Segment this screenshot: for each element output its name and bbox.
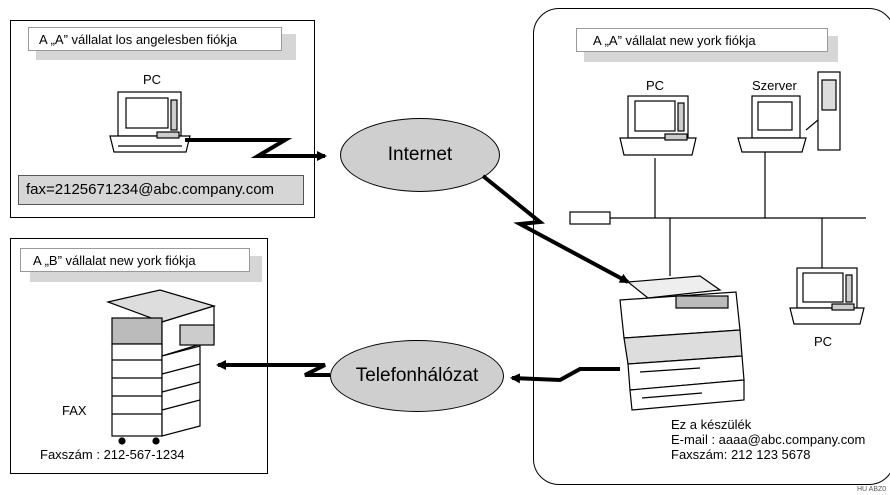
internet-to-device-arrow (481, 174, 630, 284)
device-caption: Ez a készülék (671, 417, 752, 432)
figure-id: HU ABZ0 (857, 486, 887, 493)
internet-cloud: Internet (340, 118, 500, 192)
ny-pc2-icon (789, 267, 865, 325)
ny-branch-title: A „A” vállalat new york fiókja (576, 28, 828, 52)
telephone-to-fax-arrow (216, 360, 330, 377)
ny-pc-icon (619, 95, 697, 156)
multifunction-device-icon (619, 275, 745, 411)
telephone-network-cloud: Telefonhálózat (330, 340, 504, 412)
fax-machine-icon (105, 289, 217, 445)
la-branch-title: A „A” vállalat los angelesben fiókja (28, 27, 282, 51)
device-email: E-mail : aaaa@abc.company.com (671, 432, 866, 447)
server-icon (737, 71, 841, 153)
ny-pc2-label: PC (814, 334, 833, 349)
la-to-internet-arrow (185, 138, 327, 161)
fax-label: FAX (62, 403, 87, 418)
telephone-network-label: Telefonhálózat (355, 365, 479, 386)
la-pc-icon (109, 91, 191, 153)
b-branch-title: A „B” vállalat new york fiókja (20, 248, 250, 272)
server-label: Szerver (752, 78, 797, 93)
device-fax: Faxszám: 212 123 5678 (671, 447, 811, 462)
fax-address-field: fax=2125671234@abc.company.com (18, 175, 304, 205)
ny-network-bus (569, 152, 866, 276)
device-to-telephone-arrow (510, 367, 620, 384)
ny-pc-label: PC (646, 78, 665, 93)
internet-label: Internet (387, 144, 453, 165)
la-pc-label: PC (143, 72, 162, 87)
fax-number: Faxszám : 212-567-1234 (40, 447, 185, 462)
